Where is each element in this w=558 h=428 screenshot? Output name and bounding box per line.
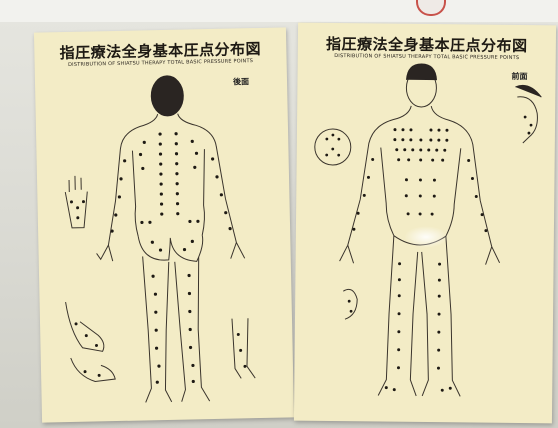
front-figure-illustration: [294, 23, 556, 424]
ceiling-strip: [0, 0, 558, 22]
back-figure-illustration: [34, 27, 294, 422]
flash-glare: [404, 226, 448, 248]
poster-back-view: 指圧療法全身基本圧点分布図 DISTRIBUTION OF SHIATSU TH…: [34, 27, 294, 422]
poster-front-view: 指圧療法全身基本圧点分布図 DISTRIBUTION OF SHIATSU TH…: [294, 23, 556, 424]
